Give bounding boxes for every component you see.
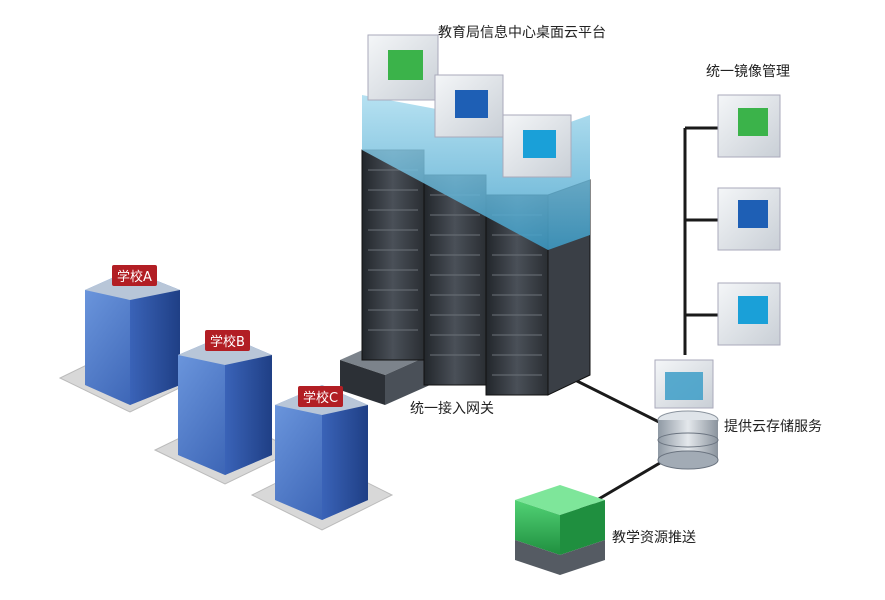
storage-title: 提供云存储服务 — [724, 419, 822, 435]
line-servers-storage — [564, 373, 666, 427]
platform-monitor-green — [367, 34, 439, 101]
platform-title: 教育局信息中心桌面云平台 — [438, 25, 606, 41]
image-monitor-blue — [717, 187, 781, 251]
image-management-title: 统一镜像管理 — [706, 64, 790, 80]
resources-title: 教学资源推送 — [612, 530, 696, 546]
gateway-title: 统一接入网关 — [410, 401, 494, 417]
storage-device — [654, 359, 719, 470]
platform-monitor-cyan — [502, 114, 572, 178]
connection-lines — [404, 126, 720, 512]
school-b-tag: 学校B — [205, 330, 250, 351]
building-a — [58, 270, 202, 413]
resource-device — [515, 485, 605, 575]
image-monitor-green — [717, 94, 781, 158]
server-racks — [361, 95, 591, 396]
building-c — [250, 385, 394, 531]
platform-monitor-blue — [434, 74, 504, 138]
school-c-tag: 学校C — [298, 386, 344, 407]
school-a-tag: 学校A — [112, 265, 157, 286]
image-monitor-cyan — [717, 282, 781, 346]
